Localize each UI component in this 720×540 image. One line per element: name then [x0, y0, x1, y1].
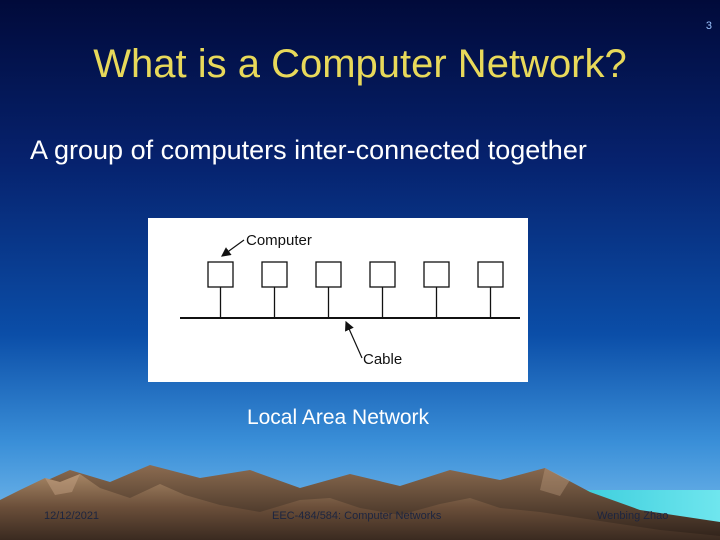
computer-nodes: [207, 261, 504, 318]
computer-node: [261, 261, 288, 288]
slide-number: 3: [705, 20, 712, 32]
lan-diagram: Computer Cable: [148, 218, 528, 382]
computer-node: [207, 261, 234, 288]
cable-label: Cable: [363, 351, 402, 368]
computer-label: Computer: [246, 232, 312, 249]
computer-pointer-arrow: [221, 239, 245, 257]
slide-subtitle: A group of computers inter-connected tog…: [30, 135, 587, 165]
footer-author: Wenbing Zhao: [597, 510, 669, 522]
footer-course: EEC-484/584: Computer Networks: [272, 510, 442, 522]
cable-pointer-arrow: [345, 320, 363, 359]
computer-node: [477, 261, 504, 288]
slide-title: What is a Computer Network?: [93, 42, 627, 86]
footer-date: 12/12/2021: [44, 510, 100, 522]
computer-node: [315, 261, 342, 288]
diagram-caption: Local Area Network: [246, 406, 430, 429]
computer-node: [369, 261, 396, 288]
computer-node: [423, 261, 450, 288]
lan-diagram-drawing: Computer Cable: [180, 232, 520, 368]
